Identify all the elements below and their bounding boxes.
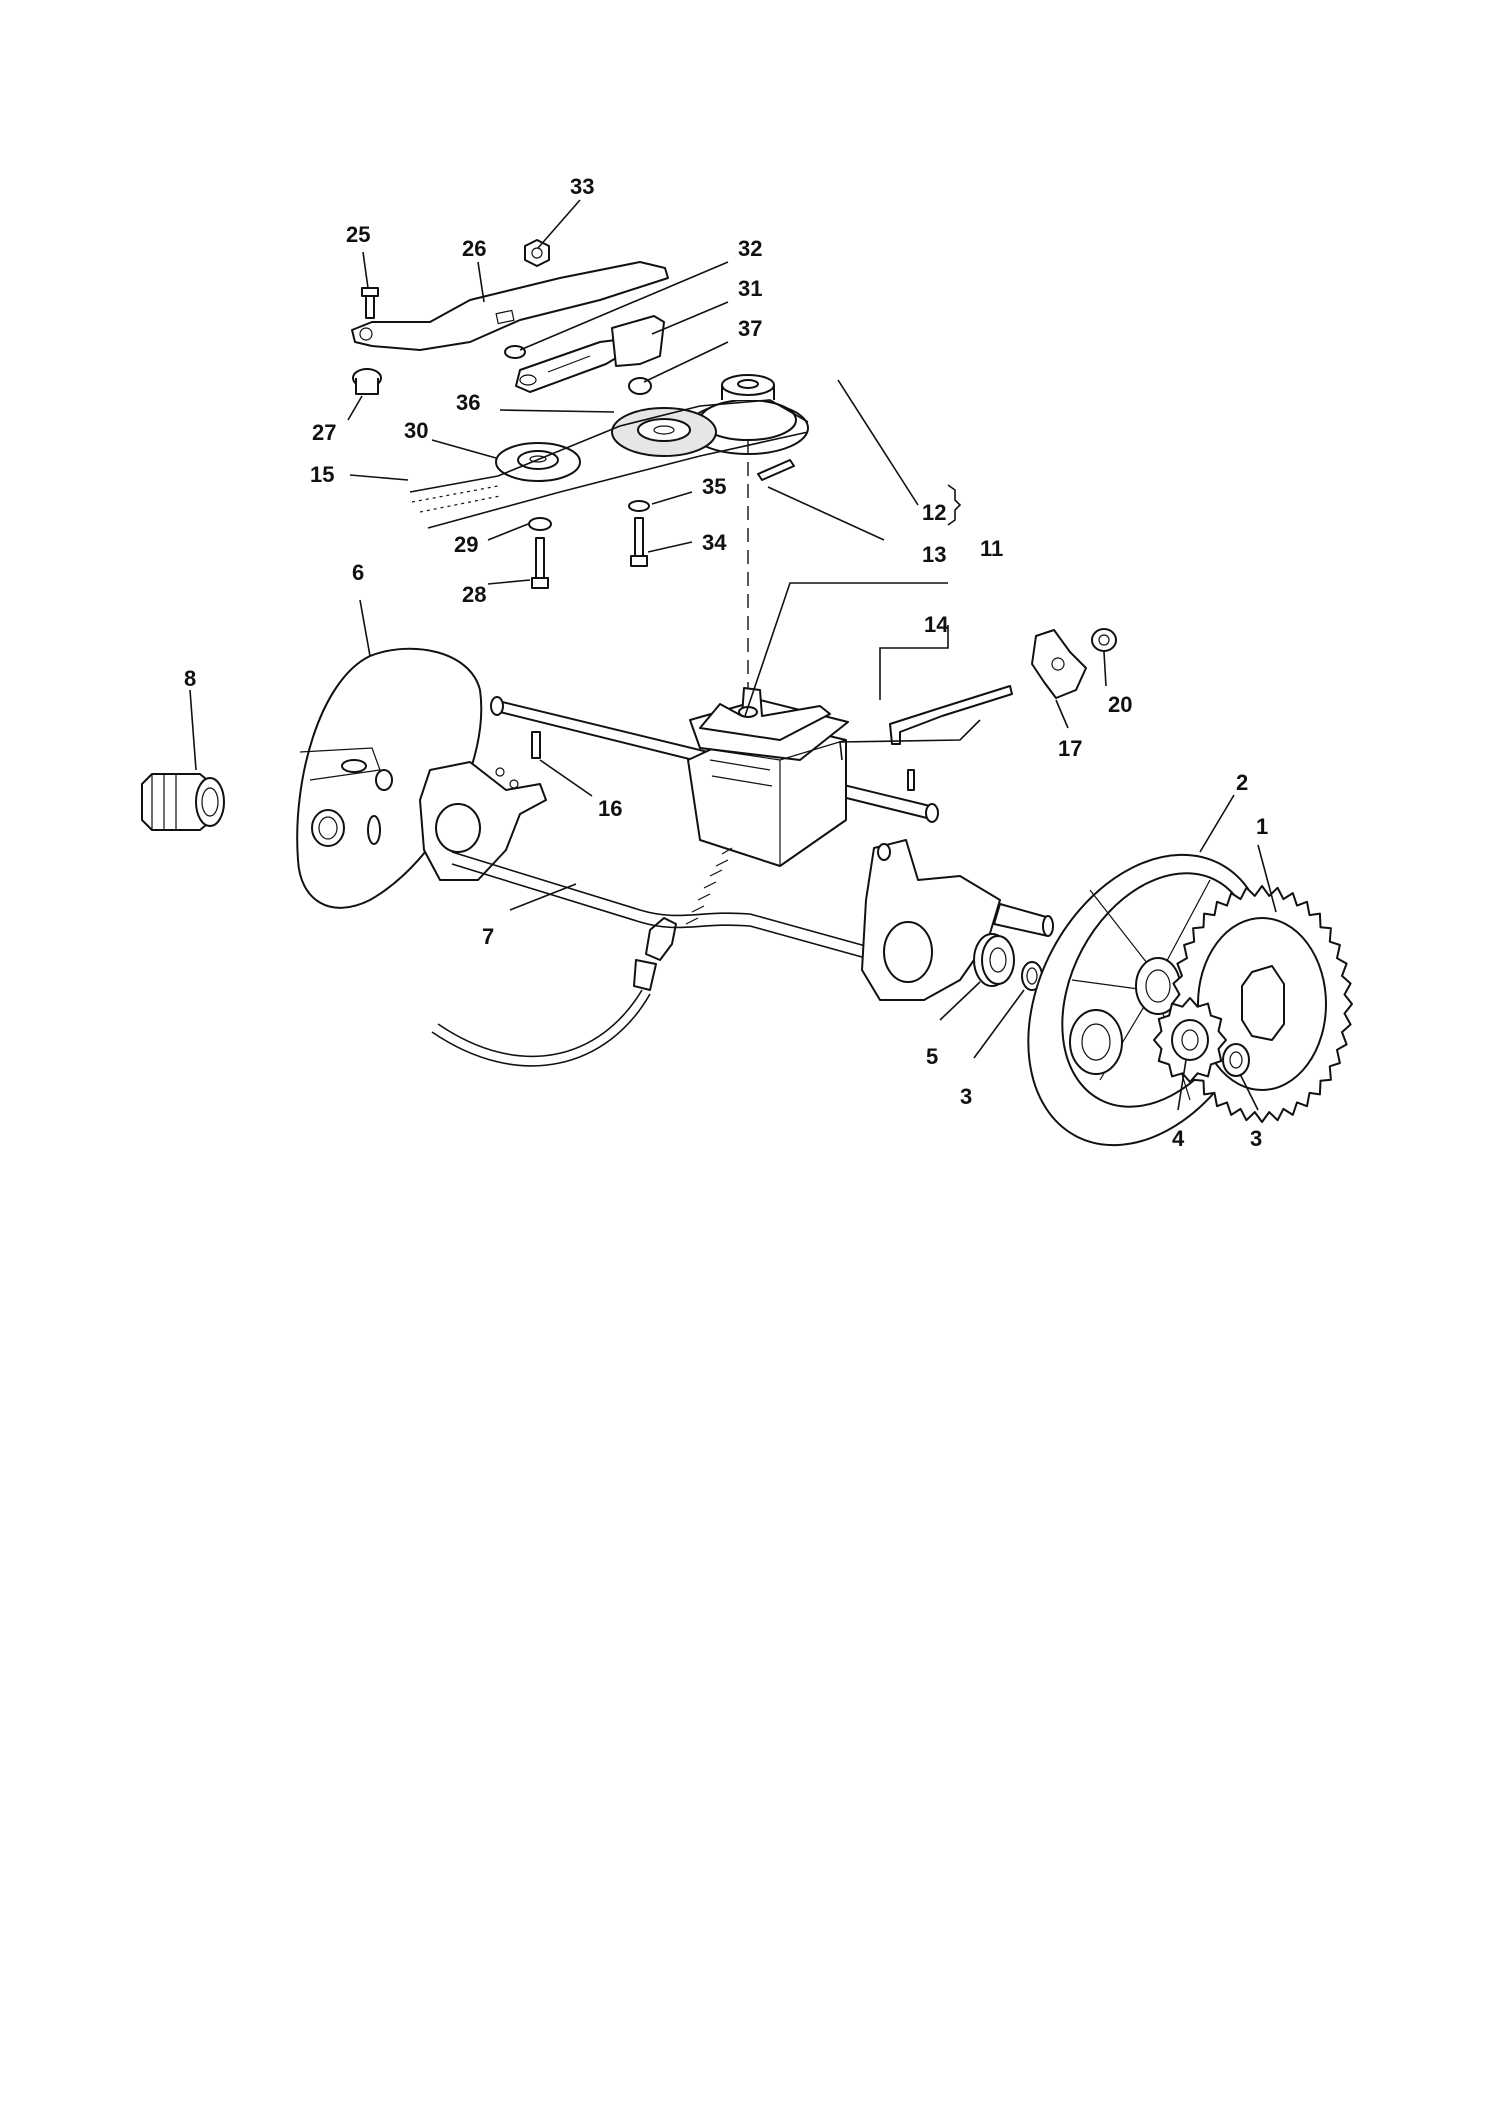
- callout-34: 34: [702, 530, 727, 555]
- bracket-plate: [351, 261, 669, 351]
- rod-14: [889, 685, 1013, 745]
- key-13: [757, 459, 795, 481]
- callout-17: 17: [1058, 736, 1082, 761]
- height-bracket-left: [419, 761, 547, 881]
- wheel-cover-6: [296, 647, 483, 909]
- callout-36: 36: [456, 390, 480, 415]
- callout-3-right: 3: [1250, 1126, 1262, 1151]
- pinion-8: [141, 773, 225, 831]
- callout-14: 14: [924, 612, 949, 637]
- callout-7: 7: [482, 924, 494, 949]
- pin-right: [907, 769, 915, 791]
- idler-pulley-30: [495, 442, 581, 482]
- callout-labels: 33 25 26 32 31 37 27 36 30 15 35 12 29 3…: [184, 174, 1268, 1151]
- callout-3-left: 3: [960, 1084, 972, 1109]
- callout-15: 15: [310, 462, 334, 487]
- callout-16: 16: [598, 796, 622, 821]
- height-bracket-right: [861, 839, 1054, 1001]
- callout-8: 8: [184, 666, 196, 691]
- bearing-5: [973, 933, 1015, 987]
- lever-31: [515, 315, 665, 393]
- height-rod-7: [451, 851, 881, 963]
- callout-32: 32: [738, 236, 762, 261]
- callout-11: 11: [980, 536, 1003, 561]
- callout-31: 31: [738, 276, 762, 301]
- callout-35: 35: [702, 474, 726, 499]
- callout-30: 30: [404, 418, 428, 443]
- nut-27: [352, 368, 382, 395]
- callout-28: 28: [462, 582, 486, 607]
- callout-25: 25: [346, 222, 370, 247]
- callout-37: 37: [738, 316, 762, 341]
- pin-16: [531, 731, 541, 759]
- washer-3-right: [1222, 1043, 1250, 1077]
- callout-20: 20: [1108, 692, 1132, 717]
- callout-26: 26: [462, 236, 486, 261]
- callout-27: 27: [312, 420, 336, 445]
- callout-12: 12: [922, 500, 946, 525]
- belt-15: [409, 399, 809, 529]
- idler-pulley-36: [611, 407, 717, 457]
- callout-4: 4: [1172, 1126, 1185, 1151]
- nut-33: [524, 239, 550, 267]
- callout-33: 33: [570, 174, 594, 199]
- callout-6: 6: [352, 560, 364, 585]
- nut-20: [1091, 628, 1117, 652]
- spring-cable: [431, 847, 733, 1067]
- leader-lines: [189, 199, 1277, 1111]
- callout-1: 1: [1256, 814, 1268, 839]
- bolt-25: [361, 287, 379, 319]
- callout-2: 2: [1236, 770, 1248, 795]
- callout-29: 29: [454, 532, 478, 557]
- bolt-28: [531, 537, 549, 589]
- callout-5: 5: [926, 1044, 938, 1069]
- bolt-34: [630, 517, 648, 567]
- gearbox-11: [687, 687, 849, 867]
- washer-32: [504, 345, 526, 359]
- washer-35: [628, 500, 650, 512]
- clip-17: [1031, 629, 1087, 699]
- callout-13: 13: [922, 542, 946, 567]
- pinion-4: [1153, 997, 1227, 1083]
- washer-29: [528, 517, 552, 531]
